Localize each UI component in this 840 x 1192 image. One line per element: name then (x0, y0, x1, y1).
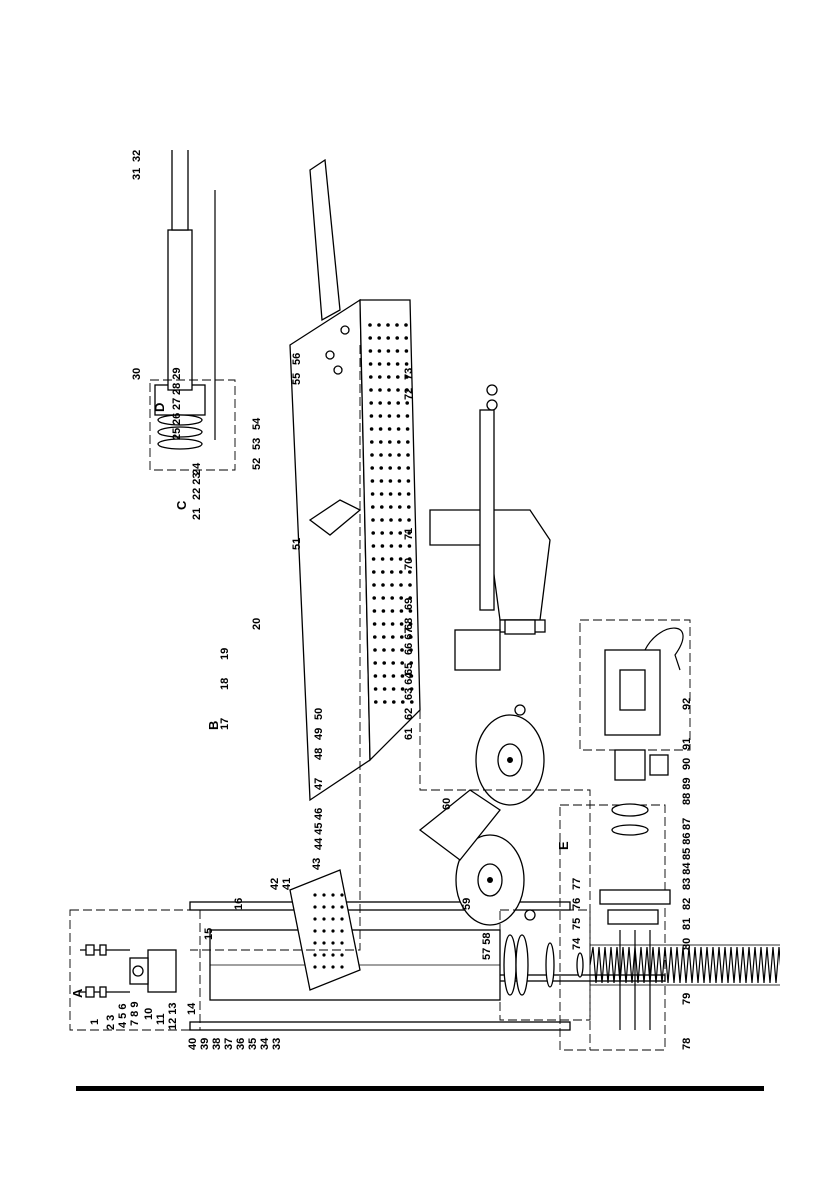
label-88: 88 89 (681, 777, 693, 805)
group-label-e: E (556, 841, 571, 850)
label-44: 44 45 (313, 822, 325, 850)
label-68: 68 (403, 618, 415, 630)
label-25: 25 (171, 428, 183, 440)
tie-rod-lower (190, 1022, 570, 1030)
label-40: 40 (187, 1038, 199, 1050)
page-rule (76, 1086, 764, 1091)
label-12: 12 13 (167, 1002, 179, 1030)
label-51: 51 (291, 538, 303, 550)
label-22: 22 23 (191, 472, 203, 500)
group-label-d: D (152, 403, 167, 412)
label-91: 91 (681, 738, 693, 750)
label-10: 10 (143, 1008, 155, 1020)
label-81: 81 (681, 918, 693, 930)
ram-extension (172, 150, 188, 230)
label-16: 16 (233, 898, 245, 910)
label-77: 77 (571, 878, 583, 890)
label-20: 20 (251, 618, 263, 630)
label-80: 80 (681, 938, 693, 950)
label-30: 30 (131, 368, 143, 380)
lever-handle (310, 160, 340, 320)
label-76: 76 (571, 898, 583, 910)
switch-box (650, 755, 668, 775)
label-61: 61 (403, 728, 415, 740)
stand-rod (480, 410, 494, 610)
pump-base (600, 890, 670, 904)
label-34: 34 (259, 1037, 271, 1050)
label-83: 83 84 (681, 862, 693, 890)
pump-housing (615, 750, 645, 780)
label-18: 18 (219, 678, 231, 690)
label-38: 38 (211, 1038, 223, 1050)
label-85: 85 86 (681, 832, 693, 860)
label-36: 36 (235, 1038, 247, 1050)
label-79: 79 (681, 993, 693, 1005)
label-26: 26 (171, 413, 183, 425)
label-31: 31 (131, 168, 143, 180)
label-59: 59 (461, 898, 473, 910)
label-42: 42 (269, 878, 281, 890)
label-35: 35 (247, 1038, 259, 1050)
label-28: 28 29 (171, 367, 183, 395)
group-label-c: C (174, 500, 189, 510)
motor-group (560, 628, 683, 1050)
valve-knob (133, 966, 143, 976)
label-15: 15 (203, 928, 215, 940)
ram-rod (168, 230, 192, 390)
label-71: 71 (403, 528, 415, 540)
label-73: 73 (403, 368, 415, 380)
label-57: 57 58 (481, 932, 493, 960)
label-39: 39 (199, 1038, 211, 1050)
label-75: 75 (571, 918, 583, 930)
group-label-b: B (206, 721, 221, 730)
wheel-assembly (420, 705, 544, 925)
label-27: 27 (171, 398, 183, 410)
label-11: 11 (155, 1013, 167, 1025)
stand-leg (430, 385, 550, 670)
label-82: 82 (681, 898, 693, 910)
label-90: 90 (681, 758, 693, 770)
label-37: 37 (223, 1038, 235, 1050)
label-65: 65 (403, 663, 415, 675)
label-69: 69 (403, 598, 415, 610)
label-49: 49 (313, 728, 325, 740)
label-87: 87 (681, 818, 693, 830)
base-block (148, 950, 176, 992)
label-4: 4 5 6 (117, 1004, 129, 1028)
label-60: 60 (441, 798, 453, 810)
label-21: 21 (191, 508, 203, 520)
cylinder-assembly (80, 902, 780, 1030)
label-19: 19 (219, 648, 231, 660)
label-50: 50 (313, 708, 325, 720)
label-43: 43 (311, 858, 323, 870)
label-47: 47 (313, 778, 325, 790)
label-2: 2 3 (105, 1015, 117, 1030)
label-14: 14 (186, 1002, 198, 1015)
label-41: 41 (281, 878, 293, 890)
label-62: 62 (403, 708, 415, 720)
label-7: 7 8 9 (129, 1002, 141, 1026)
label-33: 33 (271, 1038, 283, 1050)
motor-bracket (455, 630, 500, 670)
label-48: 48 (313, 748, 325, 760)
group-label-a: A (70, 988, 85, 998)
label-66: 66 67 (403, 627, 415, 655)
label-53: 53 (251, 438, 263, 450)
label-56: 56 (291, 353, 303, 365)
label-55: 55 (291, 373, 303, 385)
exploded-parts-diagram: 1 2 3 4 5 6 7 8 9 10 11 12 13 14 15 16 1… (60, 150, 780, 1070)
label-52: 52 (251, 458, 263, 470)
label-24: 24 (191, 462, 203, 475)
label-32: 32 (131, 150, 143, 162)
splitting-table (290, 160, 420, 800)
label-70: 70 (403, 558, 415, 570)
label-54: 54 (251, 417, 263, 430)
label-92: 92 (681, 698, 693, 710)
label-74: 74 (571, 937, 583, 950)
label-46: 46 (313, 808, 325, 820)
label-1: 1 (89, 1019, 101, 1025)
label-72: 72 (403, 388, 415, 400)
label-78: 78 (681, 1038, 693, 1050)
